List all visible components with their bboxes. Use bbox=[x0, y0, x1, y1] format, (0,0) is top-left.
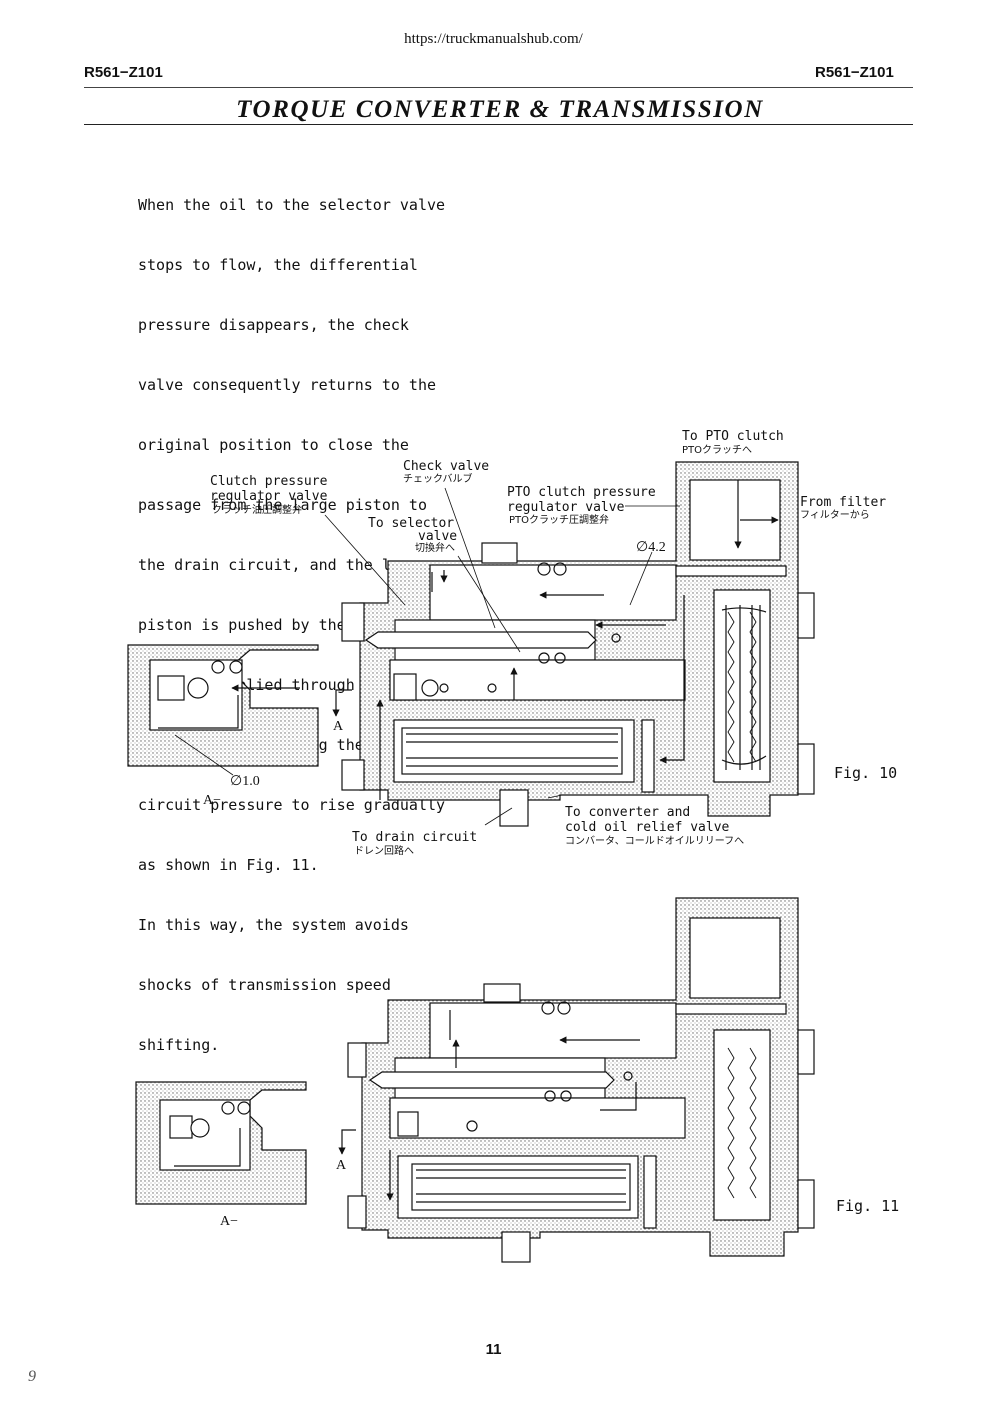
label-section-a-fig10: A bbox=[333, 719, 344, 734]
label-to-selector-jp: 切換弁へ bbox=[415, 543, 455, 554]
label-pto-regulator-1: PTO clutch pressure bbox=[507, 485, 656, 500]
label-clutch-regulator-2: regulator valve bbox=[210, 489, 328, 504]
label-section-view-fig11: A− bbox=[220, 1214, 239, 1229]
label-to-converter-jp: コンバータ、コールドオイルリリーフへ bbox=[565, 836, 745, 847]
label-to-pto-clutch-jp: PTOクラッチへ bbox=[682, 445, 753, 456]
label-section-a-fig11: A bbox=[336, 1158, 347, 1173]
body-line: In this way, the system avoids bbox=[138, 916, 409, 934]
body-line: valve consequently returns to the bbox=[138, 376, 437, 394]
body-line: stops to flow, the differential bbox=[138, 256, 418, 274]
label-dia-1-0: ∅1.0 bbox=[230, 774, 260, 789]
label-from-filter-jp: フィルターから bbox=[800, 510, 870, 521]
body-line: as shown in Fig. 11. bbox=[138, 856, 319, 874]
label-check-valve: Check valve bbox=[403, 459, 490, 474]
body-line: pressure disappears, the check bbox=[138, 316, 409, 334]
fig11-caption: Fig. 11 bbox=[836, 1197, 900, 1215]
page-number: 11 bbox=[485, 1341, 502, 1358]
body-line: shifting. bbox=[138, 1036, 220, 1054]
label-to-converter-2: cold oil relief valve bbox=[565, 820, 730, 835]
label-dia-4-2: ∅4.2 bbox=[636, 540, 666, 555]
label-to-selector-1: To selector bbox=[368, 516, 455, 531]
label-clutch-regulator-jp: クラッチ油圧調整弁 bbox=[212, 505, 302, 516]
body-line: original position to close the bbox=[138, 436, 409, 454]
label-clutch-regulator-1: Clutch pressure bbox=[210, 474, 328, 489]
body-line: passage from the large piston to bbox=[138, 496, 427, 514]
page-title: TORQUE CONVERTER & TRANSMISSION bbox=[236, 96, 764, 123]
title-rule bbox=[84, 124, 913, 125]
label-from-filter: From filter bbox=[800, 495, 887, 510]
fig11-drawing bbox=[135, 897, 815, 1263]
fig10-caption: Fig. 10 bbox=[834, 764, 898, 782]
label-to-drain: To drain circuit bbox=[352, 830, 478, 845]
label-to-drain-jp: ドレン回路へ bbox=[354, 846, 414, 857]
body-line: shocks of transmission speed bbox=[138, 976, 391, 994]
label-section-view-fig10: A− bbox=[203, 793, 222, 808]
label-pto-regulator-2: regulator valve bbox=[507, 500, 625, 515]
fig10-drawing bbox=[127, 461, 815, 827]
body-line: When the oil to the selector valve bbox=[138, 196, 446, 214]
document-code-left: R561−Z101 bbox=[84, 64, 163, 81]
label-pto-regulator-jp: PTOクラッチ圧調整弁 bbox=[509, 515, 610, 526]
label-to-selector-2: valve bbox=[418, 529, 458, 544]
document-code-right: R561−Z101 bbox=[815, 64, 894, 81]
label-to-converter-1: To converter and bbox=[565, 805, 691, 820]
source-url: https://truckmanualshub.com/ bbox=[404, 31, 583, 47]
handwritten-note: 9 bbox=[28, 1368, 36, 1385]
label-check-valve-jp: チェックバルブ bbox=[403, 474, 473, 485]
header-rule bbox=[84, 87, 913, 88]
label-to-pto-clutch: To PTO clutch bbox=[682, 429, 784, 444]
